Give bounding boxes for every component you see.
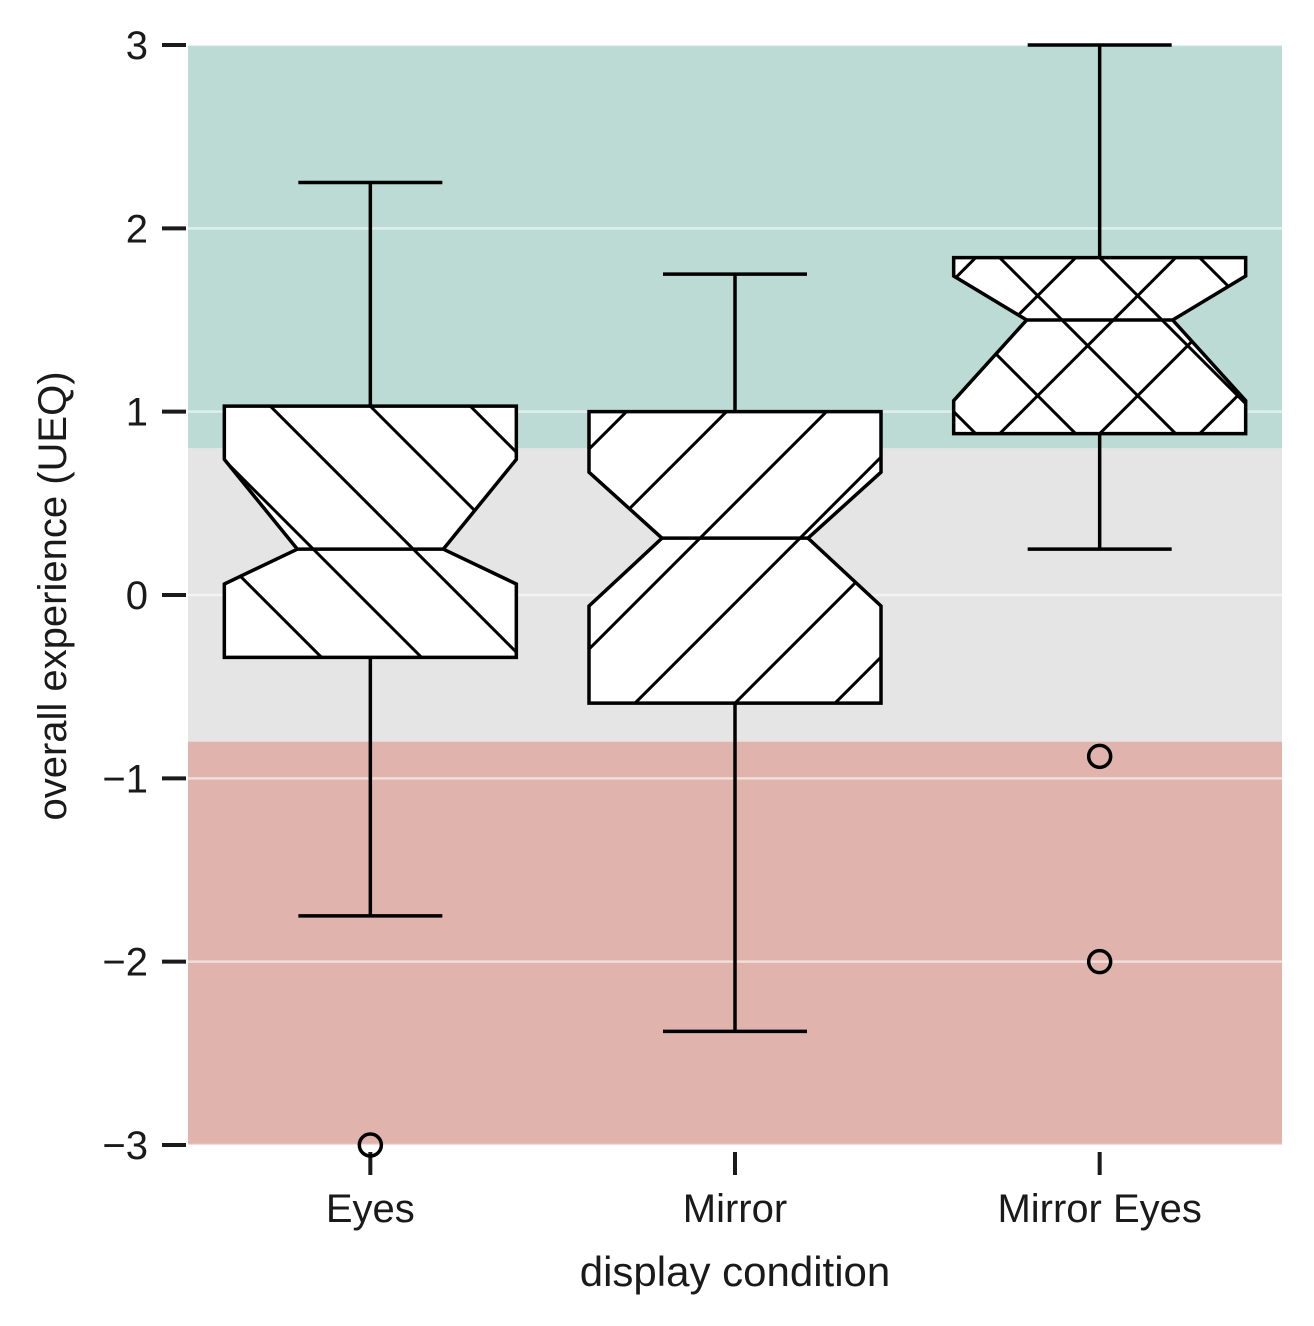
box-outline xyxy=(587,409,883,705)
y-tick-label: 3 xyxy=(126,24,148,68)
hatch-line xyxy=(1300,0,1314,1034)
hatch-line xyxy=(0,0,170,1006)
x-tick-label: Mirror xyxy=(683,1187,787,1231)
outlier-point xyxy=(1086,743,1113,770)
x-axis: Eyes Mirror Mirror Eyes xyxy=(326,1152,1202,1231)
y-tick-label: −3 xyxy=(102,1124,148,1168)
y-axis: 3 2 1 0 −1 −2 −3 xyxy=(102,24,186,1168)
box-eyes xyxy=(0,0,519,1158)
y-axis-title: overall experience (UEQ) xyxy=(31,371,75,820)
hatch-line xyxy=(1300,0,1314,858)
outlier-point xyxy=(357,1132,384,1158)
y-tick-label: 2 xyxy=(126,207,148,251)
y-tick-label: −2 xyxy=(102,941,148,985)
box-fill xyxy=(224,406,517,658)
y-tick-label: 1 xyxy=(126,391,148,435)
x-tick-label: Mirror Eyes xyxy=(997,1187,1201,1231)
y-tick-label: 0 xyxy=(126,574,148,618)
box-mirror-eyes xyxy=(951,0,1314,1034)
box-mirror xyxy=(0,103,883,1303)
outlier-point xyxy=(1086,948,1113,975)
x-axis-title: display condition xyxy=(580,1248,891,1295)
y-tick-label: −1 xyxy=(102,757,148,801)
box-outline xyxy=(222,404,519,660)
hatch-line xyxy=(0,103,35,1303)
x-tick-label: Eyes xyxy=(326,1187,415,1231)
box-fill xyxy=(953,257,1246,434)
box-outline xyxy=(951,255,1248,436)
